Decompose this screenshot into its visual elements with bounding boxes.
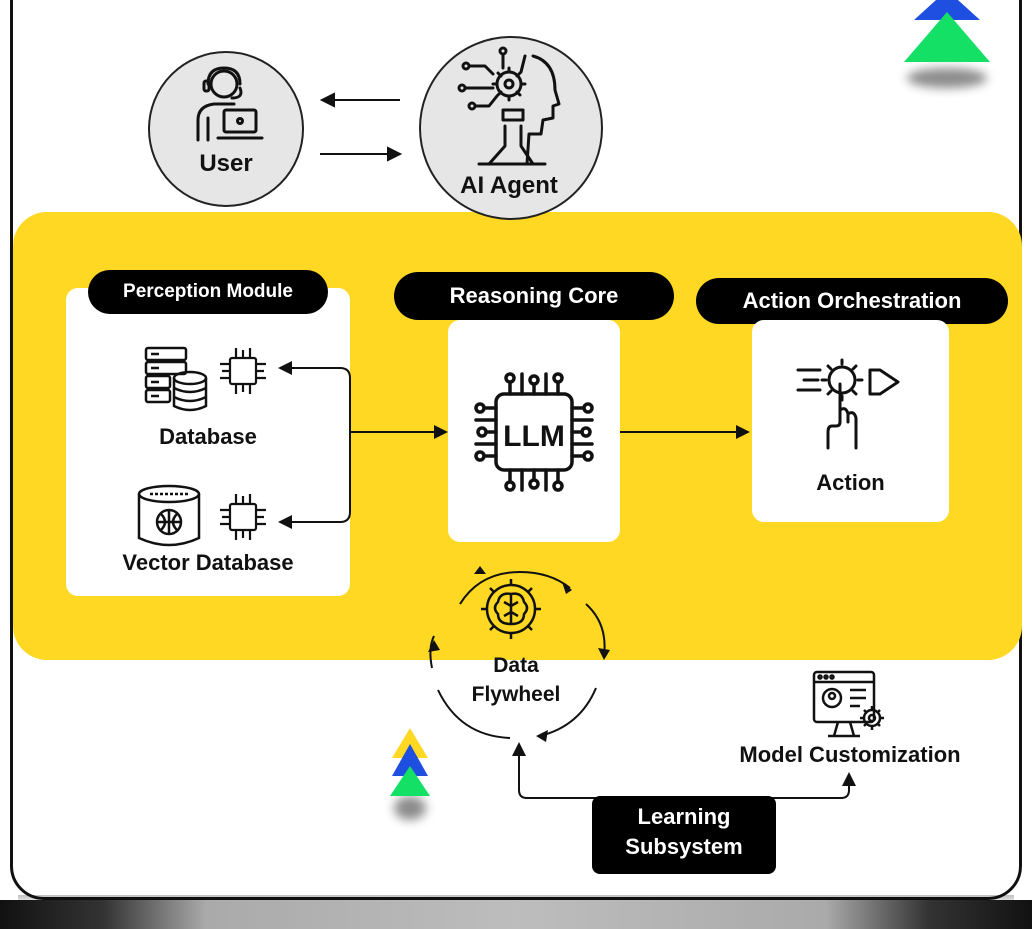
chip-icon [220,348,266,394]
action-card [752,320,949,522]
database-server-icon [144,346,208,412]
model-customization-icon [812,670,884,738]
chip-icon [220,494,266,540]
user-laptop-icon [196,66,264,142]
ai-agent-node [419,36,603,220]
ai-agent-icon [457,46,561,166]
perception-to-reasoning-arrows [278,361,448,529]
model-customization-label: Model Customization [739,742,961,767]
logo-triangles-small [390,728,430,820]
flywheel-label-line2: Flywheel [471,683,561,706]
frame-base [0,900,1032,929]
perception-module-card [66,288,350,596]
flywheel-label-line1: Data [493,654,539,677]
learning-subsystem-box [592,796,776,874]
action-gear-touch-icon [796,358,900,450]
action-orchestration-title: Action Orchestration [696,278,1008,324]
vector-database-label: Vector Database [122,550,294,575]
vector-database-icon [137,484,201,547]
logo-triangles-top [904,0,990,88]
action-label: Action [816,470,885,495]
llm-label: LLM [503,420,565,453]
brain-gear-icon [481,579,541,639]
reasoning-core-title: Reasoning Core [394,272,674,320]
ai-agent-label: AI Agent [460,172,558,199]
learning-subsystem-line1: Learning [637,804,731,829]
perception-module-title: Perception Module [88,270,328,314]
database-label: Database [159,424,257,449]
user-label: User [199,150,253,177]
llm-chip-icon [474,372,594,492]
user-agent-arrows [319,92,403,162]
data-flywheel-cycle [428,566,610,742]
reasoning-to-action-arrow [620,425,750,439]
user-node [148,51,304,207]
learning-subsystem-line2: Subsystem [625,834,743,859]
